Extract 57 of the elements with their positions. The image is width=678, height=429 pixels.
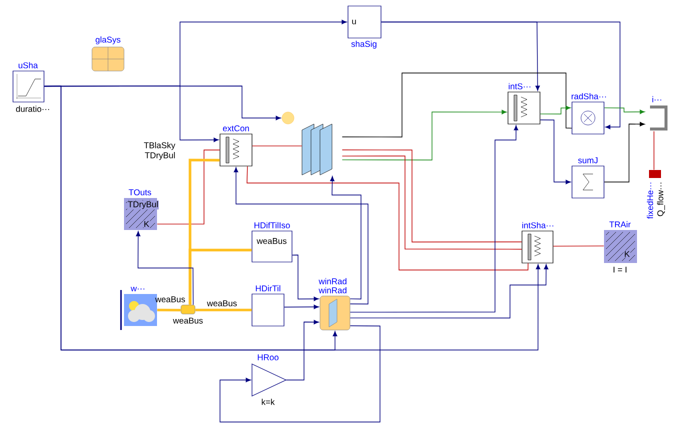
arrow <box>286 320 319 380</box>
block-text: Q_flow··· <box>657 182 665 216</box>
arrow <box>604 122 645 182</box>
connector-line <box>342 72 572 138</box>
block-name: extCon <box>222 125 249 132</box>
arrow <box>350 125 518 313</box>
window-drawing <box>302 124 332 176</box>
arrow <box>292 254 319 302</box>
port-label: weaBus <box>172 318 203 324</box>
block-name: glaSys <box>96 36 120 44</box>
block-name: HDirTil <box>256 285 280 292</box>
connector-line <box>246 166 528 270</box>
arrow <box>44 86 338 350</box>
connector-line <box>195 308 252 312</box>
port-label: weaBus <box>206 300 237 306</box>
block-text: weaBus <box>155 296 185 302</box>
port-label: TDryBul <box>144 152 175 160</box>
connector-line <box>156 150 220 224</box>
arrow <box>220 325 380 422</box>
block-name: HRoo <box>258 354 278 360</box>
block-name: uSha <box>18 62 38 68</box>
block-name: radSha··· <box>572 93 606 100</box>
block-name: TRAir <box>609 221 631 228</box>
block-name: winRad <box>318 287 346 294</box>
arrow <box>330 176 362 300</box>
arrow <box>342 110 507 160</box>
block-text: u <box>352 20 356 24</box>
block-text: K <box>624 250 630 258</box>
connector-line <box>157 308 181 312</box>
block-name: shaSig <box>351 40 376 49</box>
arrow <box>136 231 194 306</box>
block-name: w··· <box>130 286 144 292</box>
block-name: i··· <box>652 96 662 102</box>
block-name: sumJ <box>578 157 598 164</box>
block-name: winRad <box>318 278 346 284</box>
connector-line <box>188 248 252 305</box>
arrow <box>540 106 571 114</box>
arrow <box>540 120 571 184</box>
arrow <box>284 304 319 310</box>
sun-icon <box>282 112 294 124</box>
arrow <box>380 22 620 130</box>
block-name: fixedHe··· <box>646 182 654 219</box>
arrow <box>350 264 548 318</box>
arrow <box>234 167 368 304</box>
block-text: weaBus <box>256 238 286 244</box>
block-text: I = I <box>614 266 626 273</box>
block-text: K <box>143 220 150 228</box>
block-name: intS··· <box>508 83 530 90</box>
block-name: intSha··· <box>522 222 554 228</box>
port-label: TBlaSky <box>144 142 176 150</box>
connector-line <box>552 246 604 247</box>
block-name: TOuts <box>128 189 152 196</box>
arrow <box>604 107 645 114</box>
block-name: HDifTilIso <box>254 222 290 228</box>
block-text: k=k <box>262 398 275 405</box>
block-text: duratio··· <box>16 106 50 112</box>
block-text: TDryBul <box>127 200 159 210</box>
